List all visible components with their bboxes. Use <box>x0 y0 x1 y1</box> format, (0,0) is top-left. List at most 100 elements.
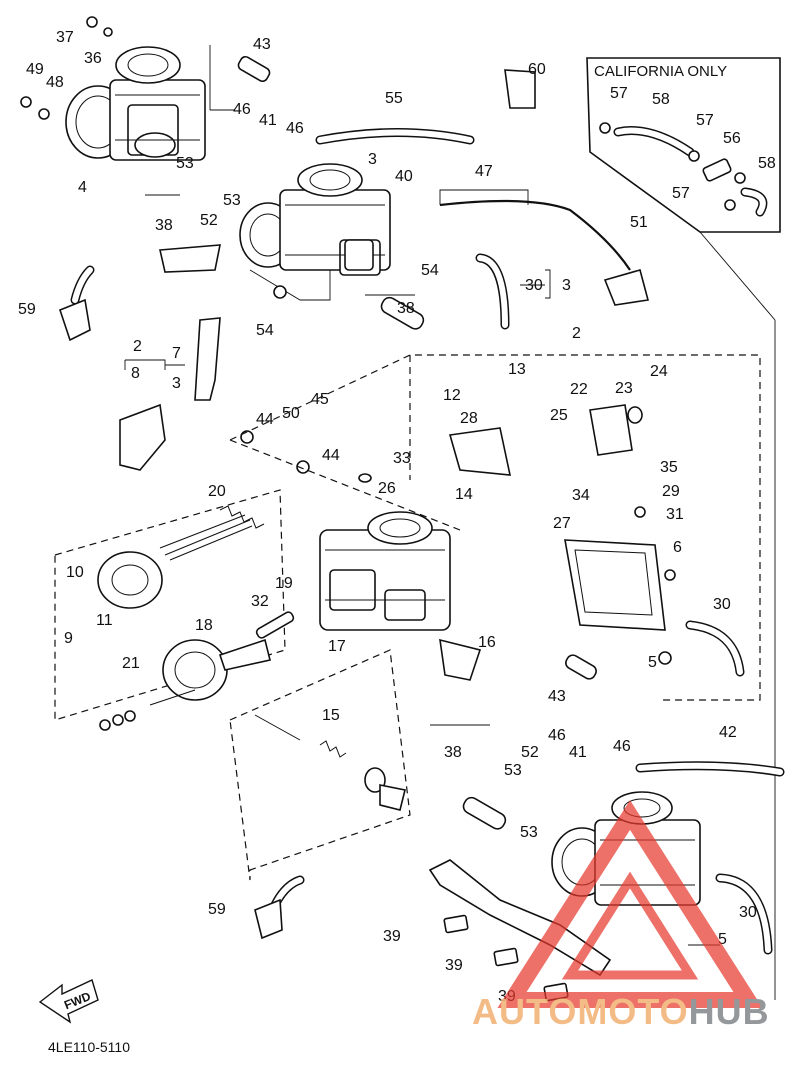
callout-59: 59 <box>18 301 36 318</box>
callout-3b: 3 <box>562 277 571 294</box>
california-only-inset: CALIFORNIA ONLY <box>586 57 781 1000</box>
hoses <box>70 128 785 955</box>
callout-39b: 39 <box>445 957 463 974</box>
callout-53: 53 <box>176 155 194 172</box>
watermark-text: AUTOMOTOHUB <box>472 991 770 1032</box>
callout-51: 51 <box>630 214 648 231</box>
callout-19: 19 <box>275 575 293 592</box>
callout-50: 50 <box>282 405 300 422</box>
inset-title: CALIFORNIA ONLY <box>594 63 727 80</box>
callout-42: 42 <box>719 724 737 741</box>
callout-10: 10 <box>66 564 84 581</box>
callout-58b: 58 <box>758 155 776 172</box>
callout-5b: 5 <box>718 931 727 948</box>
callout-29: 29 <box>662 483 680 500</box>
callout-57b: 57 <box>696 112 714 129</box>
callout-28: 28 <box>460 410 478 427</box>
callout-52: 52 <box>200 212 218 229</box>
callout-46: 46 <box>233 101 251 118</box>
callout-49: 49 <box>26 61 44 78</box>
callout-39: 39 <box>383 928 401 945</box>
callout-12: 12 <box>443 387 461 404</box>
callout-16: 16 <box>478 634 496 651</box>
callout-23: 23 <box>615 380 633 397</box>
fwd-arrow-icon: FWD <box>38 979 99 1024</box>
callout-44: 44 <box>256 411 274 428</box>
watermark-part1: AUTOMOTO <box>472 991 689 1032</box>
watermark-part2: HUB <box>689 991 770 1032</box>
callout-3: 3 <box>368 151 377 168</box>
callout-21: 21 <box>122 655 140 672</box>
callout-34: 34 <box>572 487 590 504</box>
callout-54b: 54 <box>256 322 274 339</box>
callout-38b: 38 <box>397 300 415 317</box>
carb-assembly-center <box>319 511 666 631</box>
callout-30b: 30 <box>713 596 731 613</box>
callout-52b: 52 <box>521 744 539 761</box>
callout-41b: 41 <box>569 744 587 761</box>
callout-53c: 53 <box>504 762 522 779</box>
linkage-parts <box>119 244 411 881</box>
callout-57c: 57 <box>672 185 690 202</box>
callout-59b: 59 <box>208 901 226 918</box>
callout-30: 30 <box>525 277 543 294</box>
callout-41: 41 <box>259 112 277 129</box>
leader-lines <box>124 189 761 946</box>
callout-55: 55 <box>385 90 403 107</box>
callout-3c: 3 <box>172 375 181 392</box>
callout-9: 9 <box>64 630 73 647</box>
callout-24: 24 <box>650 363 668 380</box>
callout-26: 26 <box>378 480 396 497</box>
callout-35: 35 <box>660 459 678 476</box>
callout-15: 15 <box>322 707 340 724</box>
callout-53b: 53 <box>223 192 241 209</box>
callout-46b: 46 <box>286 120 304 137</box>
callout-2: 2 <box>133 338 142 355</box>
callout-43b: 43 <box>548 688 566 705</box>
callout-7: 7 <box>172 345 181 362</box>
callout-53d: 53 <box>520 824 538 841</box>
callout-5: 5 <box>648 654 657 671</box>
callout-48: 48 <box>46 74 64 91</box>
callout-6: 6 <box>673 539 682 556</box>
callout-numbers: 37 36 49 48 4 43 46 41 46 53 53 52 38 55… <box>18 29 776 1005</box>
callout-57: 57 <box>610 85 628 102</box>
callout-13: 13 <box>508 361 526 378</box>
callout-44b: 44 <box>322 447 340 464</box>
small-parts <box>20 16 676 940</box>
callout-47: 47 <box>475 163 493 180</box>
callout-45: 45 <box>311 391 329 408</box>
carb-assembly-top-center <box>239 163 391 301</box>
callout-2b: 2 <box>572 325 581 342</box>
watermark: AUTOMOTOHUB <box>472 800 770 1032</box>
callout-46d: 46 <box>613 738 631 755</box>
callout-17: 17 <box>328 638 346 655</box>
callout-33: 33 <box>393 450 411 467</box>
carb-assembly-top-left <box>65 45 235 161</box>
drawing-code: 4LE110-5110 <box>48 1039 130 1055</box>
callout-43: 43 <box>253 36 271 53</box>
callout-58: 58 <box>652 91 670 108</box>
callout-27: 27 <box>553 515 571 532</box>
callout-22: 22 <box>570 381 588 398</box>
watermark-triangle-logo-icon <box>497 800 763 1008</box>
callout-36: 36 <box>84 50 102 67</box>
diaphragm-parts <box>54 489 286 731</box>
callout-56: 56 <box>723 130 741 147</box>
callout-32: 32 <box>251 593 269 610</box>
callout-60: 60 <box>528 61 546 78</box>
callout-37: 37 <box>56 29 74 46</box>
callout-46c: 46 <box>548 727 566 744</box>
callout-18: 18 <box>195 617 213 634</box>
callout-11: 11 <box>96 612 113 629</box>
callout-54: 54 <box>421 262 439 279</box>
callout-38c: 38 <box>444 744 462 761</box>
callout-40: 40 <box>395 168 413 185</box>
callout-25: 25 <box>550 407 568 424</box>
callout-8: 8 <box>131 365 140 382</box>
callout-14: 14 <box>455 486 473 503</box>
callout-31: 31 <box>666 506 684 523</box>
callout-20: 20 <box>208 483 226 500</box>
callout-30c: 30 <box>739 904 757 921</box>
